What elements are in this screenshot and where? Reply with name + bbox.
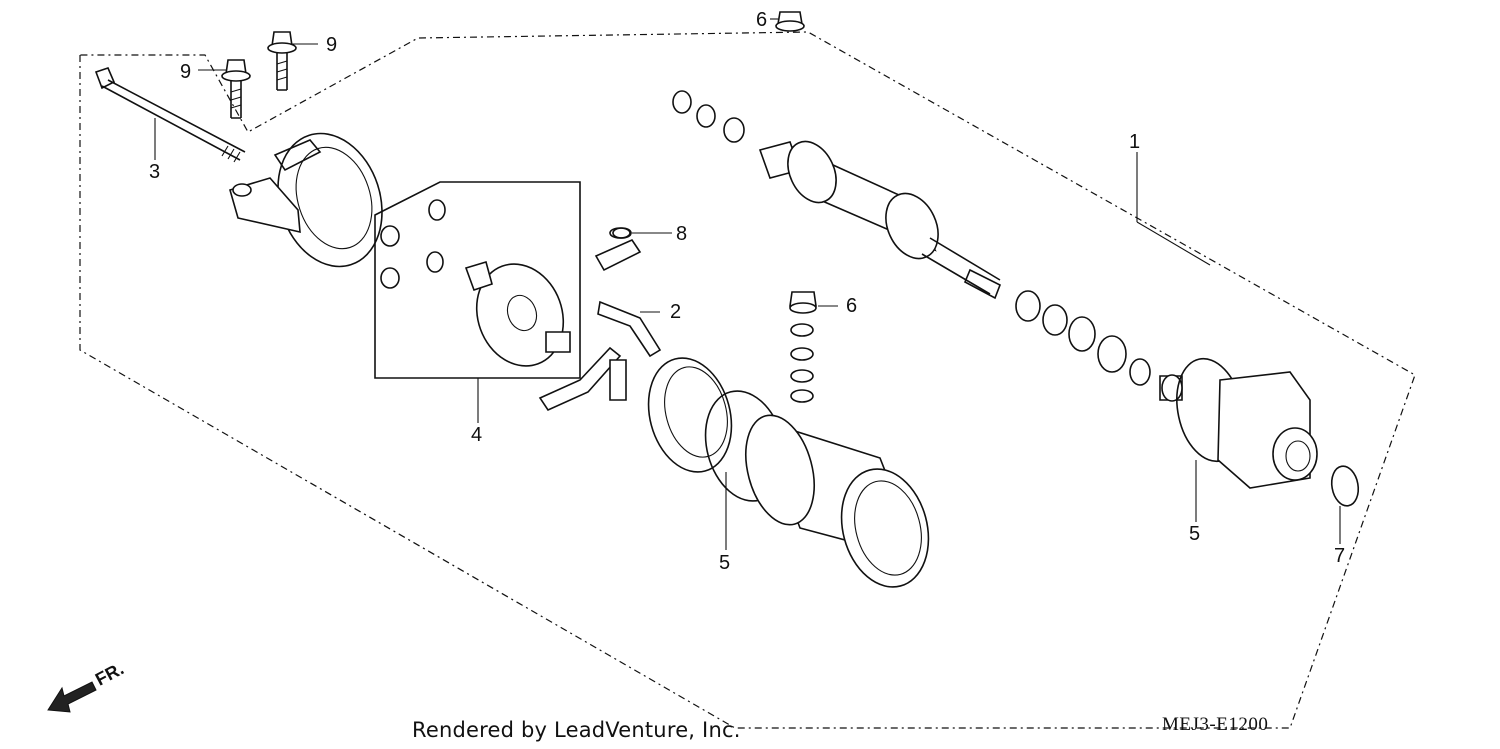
rear-washers <box>1015 290 1183 402</box>
callout-8: 8 <box>676 223 688 245</box>
armature-shims <box>672 90 745 143</box>
brush-holder-box <box>374 181 581 379</box>
flange-bolt-right <box>267 31 297 91</box>
callout-4: 4 <box>471 424 483 446</box>
callout-7: 7 <box>1334 545 1346 567</box>
terminal-set <box>538 227 662 412</box>
nut-washer-stack <box>789 291 817 403</box>
callout-9-left: 9 <box>180 61 192 83</box>
gear-housing <box>1217 371 1318 489</box>
through-bolt <box>94 67 246 163</box>
washer-small <box>612 227 632 239</box>
callout-5-right: 5 <box>1189 523 1201 545</box>
assembly-boundary <box>79 31 1416 729</box>
armature <box>758 140 1002 300</box>
callout-3: 3 <box>149 161 161 183</box>
front-cover <box>229 132 383 268</box>
brush-holder-plate <box>464 260 571 367</box>
brush-springs <box>380 199 446 289</box>
callout-9-right: 9 <box>326 34 338 56</box>
callout-5-left: 5 <box>719 552 731 574</box>
callout-6-middle: 6 <box>846 295 858 317</box>
callout-1: 1 <box>1129 131 1141 153</box>
callout-2: 2 <box>670 301 682 323</box>
brush-cover <box>647 357 733 473</box>
flange-bolt-left <box>221 59 251 119</box>
yoke <box>745 414 930 588</box>
callout-6-top: 6 <box>756 9 768 31</box>
front-arrow-icon <box>47 681 97 713</box>
diagram-code: MEJ3-E1200 <box>1162 714 1269 735</box>
leader-lines <box>154 18 1341 550</box>
credit-text: Rendered by LeadVenture, Inc. <box>412 718 741 742</box>
top-nut <box>775 11 805 32</box>
o-ring-small <box>1330 465 1360 507</box>
